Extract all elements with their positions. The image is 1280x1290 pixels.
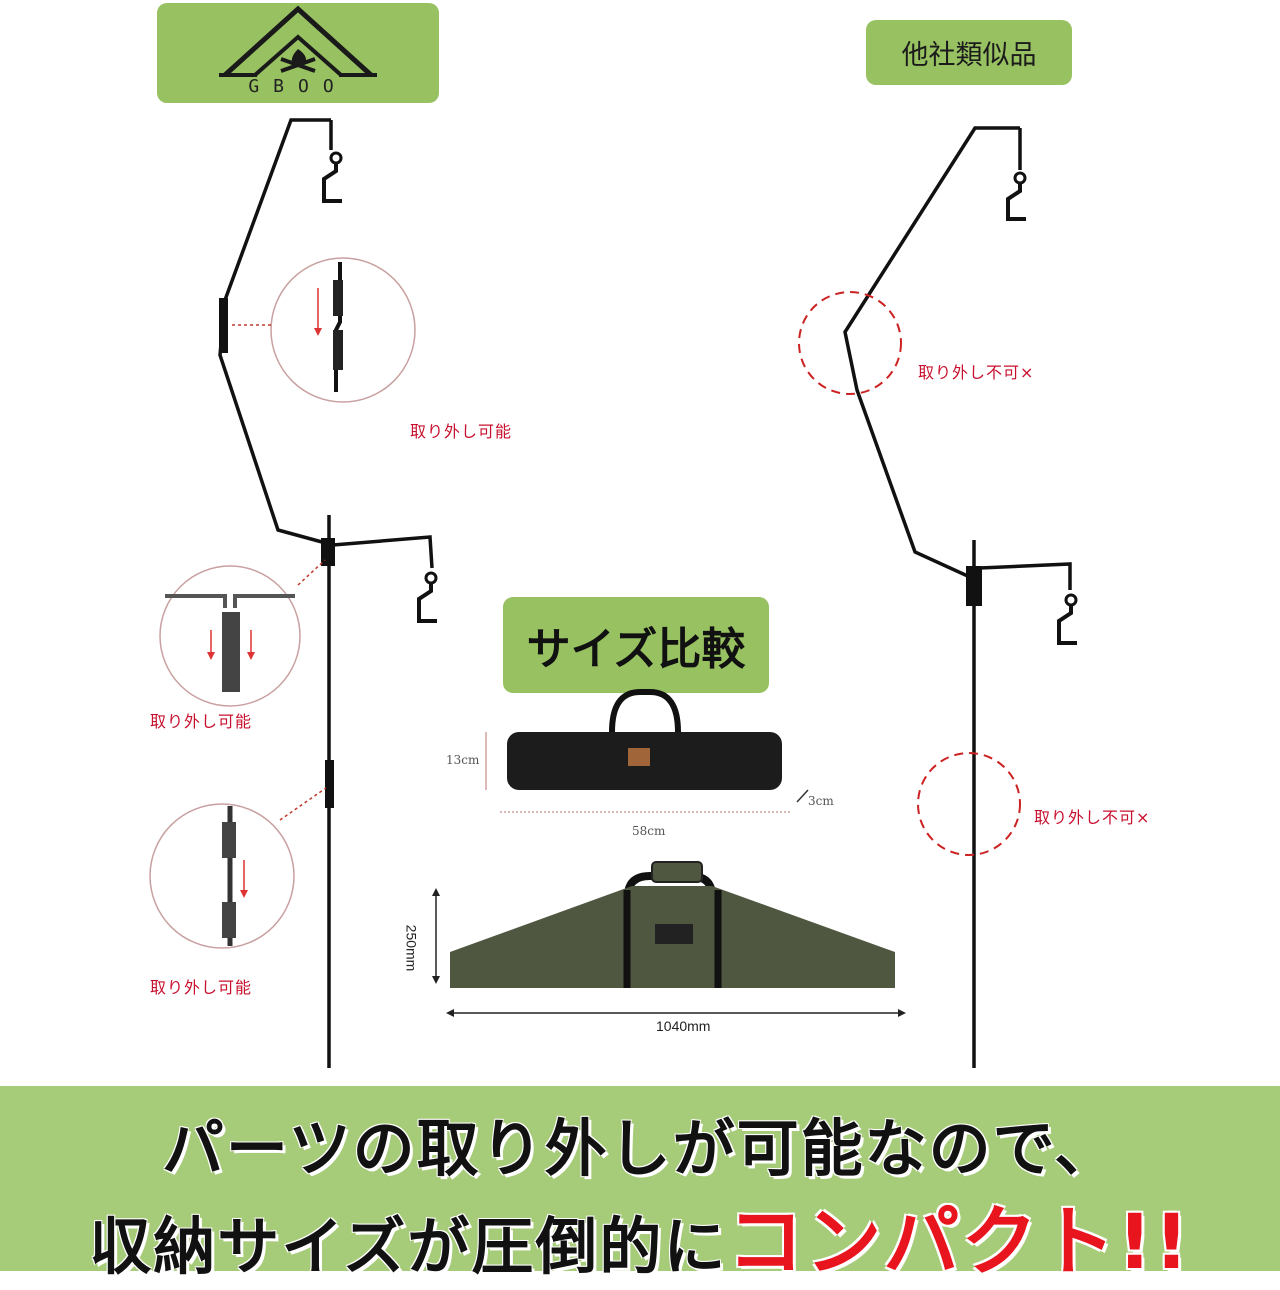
fixed-joint-marker-lower — [917, 752, 1021, 856]
black-bag-height-label: 13cm — [446, 753, 480, 767]
fixed-joint-marker-upper — [798, 291, 902, 395]
banner-highlight: コンパクト!! — [727, 1197, 1191, 1286]
banner-line-2: 収納サイズが圧倒的にコンパクト!! — [0, 1180, 1280, 1290]
hook-icon — [1006, 171, 1078, 645]
olive-carry-bag — [432, 861, 906, 1017]
product-illustration — [149, 118, 1078, 1068]
black-carry-bag — [485, 689, 809, 813]
brand-name: GBOO — [248, 76, 348, 97]
brand-logo: GBOO — [157, 3, 439, 103]
note-detachable-upper: 取り外し可能 — [410, 422, 513, 441]
green-bag-width-label: 1040mm — [656, 1018, 711, 1034]
joint-middle — [321, 538, 335, 566]
banner-line-2-prefix: 収納サイズが圧倒的に — [89, 1210, 728, 1283]
zoom-circle-middle — [159, 559, 326, 707]
note-not-detachable-lower: 取り外し不可× — [1034, 808, 1151, 827]
tent-fire-logo-icon — [219, 5, 377, 77]
note-detachable-lower: 取り外し可能 — [150, 978, 253, 997]
hook-icon — [322, 151, 438, 623]
zoom-circle-upper — [232, 257, 416, 403]
note-not-detachable-upper: 取り外し不可× — [918, 363, 1035, 382]
banner-line-1: パーツの取り外しが可能なので、 — [161, 1112, 1119, 1185]
joint-upper — [219, 298, 228, 353]
competitor-label: 他社類似品 — [866, 20, 1072, 85]
joint-right — [966, 566, 982, 606]
joint-lower — [325, 760, 334, 808]
right-lantern-stand — [843, 126, 1072, 1068]
green-bag-height-label: 250mm — [403, 924, 420, 972]
note-detachable-middle: 取り外し可能 — [150, 712, 253, 731]
zoom-circle-lower — [149, 787, 327, 949]
black-bag-depth-label: 3cm — [808, 794, 834, 808]
bottom-banner — [0, 1086, 1280, 1271]
black-bag-width-label: 58cm — [632, 824, 666, 838]
size-comparison-title: サイズ比較 — [503, 597, 769, 693]
